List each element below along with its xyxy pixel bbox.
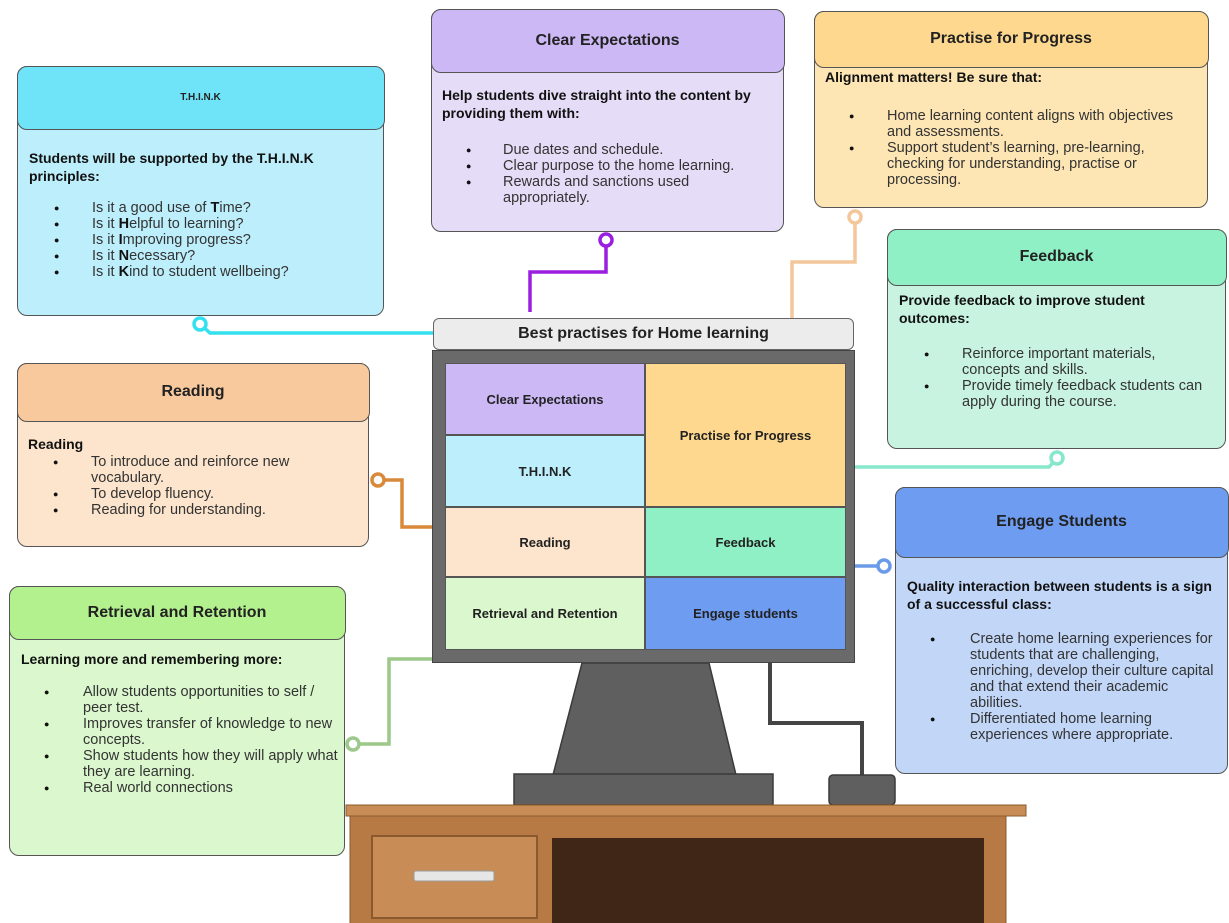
connector-retrieval: [359, 657, 432, 746]
clear-expectations-card-lead: Help students dive straight into the con…: [442, 87, 751, 121]
list-item: To introduce and reinforce new vocabular…: [53, 454, 356, 486]
connector-reading: [384, 478, 433, 529]
retrieval-and-retention-card-list: Allow students opportunities to self / p…: [44, 684, 338, 796]
practise-for-progress-card-list: Home learning content aligns with object…: [849, 108, 1187, 188]
list-item: Show students how they will apply what t…: [44, 748, 338, 780]
connector-think: [198, 322, 433, 335]
drawer-handle: [413, 870, 495, 882]
cell-retrieval-and-retention: Retrieval and Retention: [445, 577, 645, 650]
list-item: Is it Improving progress?: [54, 232, 372, 248]
reading-card-title: Reading: [16, 362, 370, 422]
feedback-card: Feedback Provide feedback to improve stu…: [886, 228, 1227, 449]
monitor-base: [513, 773, 774, 806]
clear-expectations-card: Clear Expectations Help students dive st…: [430, 8, 785, 232]
connector-reading-node: [370, 472, 386, 488]
reading-card-list: To introduce and reinforce new vocabular…: [53, 454, 356, 518]
think-card: T.H.I.N.K Students will be supported by …: [16, 65, 385, 316]
connector-feedback: [855, 456, 1059, 469]
engage-students-card: Engage Students Quality interaction betw…: [894, 486, 1229, 774]
cell-feedback: Feedback: [645, 507, 846, 577]
reading-card-lead: Reading: [28, 436, 84, 452]
list-item: Provide timely feedback students can app…: [924, 378, 1217, 410]
connector-practise-node: [847, 209, 863, 225]
list-item: Is it Kind to student wellbeing?: [54, 264, 372, 280]
list-item: Is it a good use of Time?: [54, 200, 372, 216]
engage-students-card-title: Engage Students: [894, 486, 1229, 558]
list-item: Allow students opportunities to self / p…: [44, 684, 338, 716]
retrieval-and-retention-card-lead: Learning more and remembering more:: [21, 651, 283, 667]
list-item: Is it Helpful to learning?: [54, 216, 372, 232]
retrieval-and-retention-card-title: Retrieval and Retention: [8, 585, 346, 640]
list-item: To develop fluency.: [53, 486, 356, 502]
cell-clear-expectations: Clear Expectations: [445, 363, 645, 435]
list-item: Reading for understanding.: [53, 502, 356, 518]
practise-for-progress-card-lead: Alignment matters! Be sure that:: [825, 69, 1043, 85]
cell-reading: Reading: [445, 507, 645, 577]
list-item: Differentiated home learning experiences…: [930, 711, 1222, 743]
center-title: Best practises for Home learning: [433, 318, 854, 350]
connector-practise: [790, 223, 857, 318]
cell-practise-for-progress: Practise for Progress: [645, 363, 846, 507]
connector-feedback-node: [1049, 450, 1065, 466]
connector-clear: [528, 246, 608, 312]
connector-clear-node: [598, 232, 614, 248]
connector-engage-node: [876, 558, 892, 574]
engage-students-card-list: Create home learning experiences for stu…: [930, 631, 1222, 743]
think-card-list: Is it a good use of Time? Is it Helpful …: [54, 200, 372, 280]
list-item: Improves transfer of knowledge to new co…: [44, 716, 338, 748]
list-item: Create home learning experiences for stu…: [930, 631, 1222, 711]
list-item: Real world connections: [44, 780, 338, 796]
think-card-lead: Students will be supported by the T.H.I.…: [29, 150, 314, 184]
cell-engage-students: Engage students: [645, 577, 846, 650]
list-item: Home learning content aligns with object…: [849, 108, 1187, 140]
clear-expectations-card-title: Clear Expectations: [430, 8, 785, 73]
practise-for-progress-card-title: Practise for Progress: [813, 10, 1209, 68]
feedback-card-list: Reinforce important materials, concepts …: [924, 346, 1217, 410]
feedback-card-lead: Provide feedback to improve student outc…: [899, 292, 1145, 326]
connector-think-node: [192, 316, 208, 332]
retrieval-and-retention-card: Retrieval and Retention Learning more an…: [8, 585, 346, 856]
engage-students-card-lead: Quality interaction between students is …: [907, 578, 1212, 612]
list-item: Rewards and sanctions used appropriately…: [466, 174, 778, 206]
reading-card: Reading Reading To introduce and reinfor…: [16, 362, 370, 547]
think-card-title: T.H.I.N.K: [16, 65, 385, 130]
mouse-cable: [768, 663, 864, 775]
list-item: Clear purpose to the home learning.: [466, 158, 778, 174]
feedback-card-title: Feedback: [886, 228, 1227, 286]
practise-for-progress-card: Practise for Progress Alignment matters!…: [813, 10, 1209, 208]
list-item: Support student’s learning, pre-learning…: [849, 140, 1187, 188]
list-item: Due dates and schedule.: [466, 142, 778, 158]
connector-retrieval-node: [345, 736, 361, 752]
cell-think: T.H.I.N.K: [445, 435, 645, 507]
desk-opening: [552, 838, 984, 923]
list-item: Is it Necessary?: [54, 248, 372, 264]
clear-expectations-card-list: Due dates and schedule. Clear purpose to…: [466, 142, 778, 206]
list-item: Reinforce important materials, concepts …: [924, 346, 1217, 378]
